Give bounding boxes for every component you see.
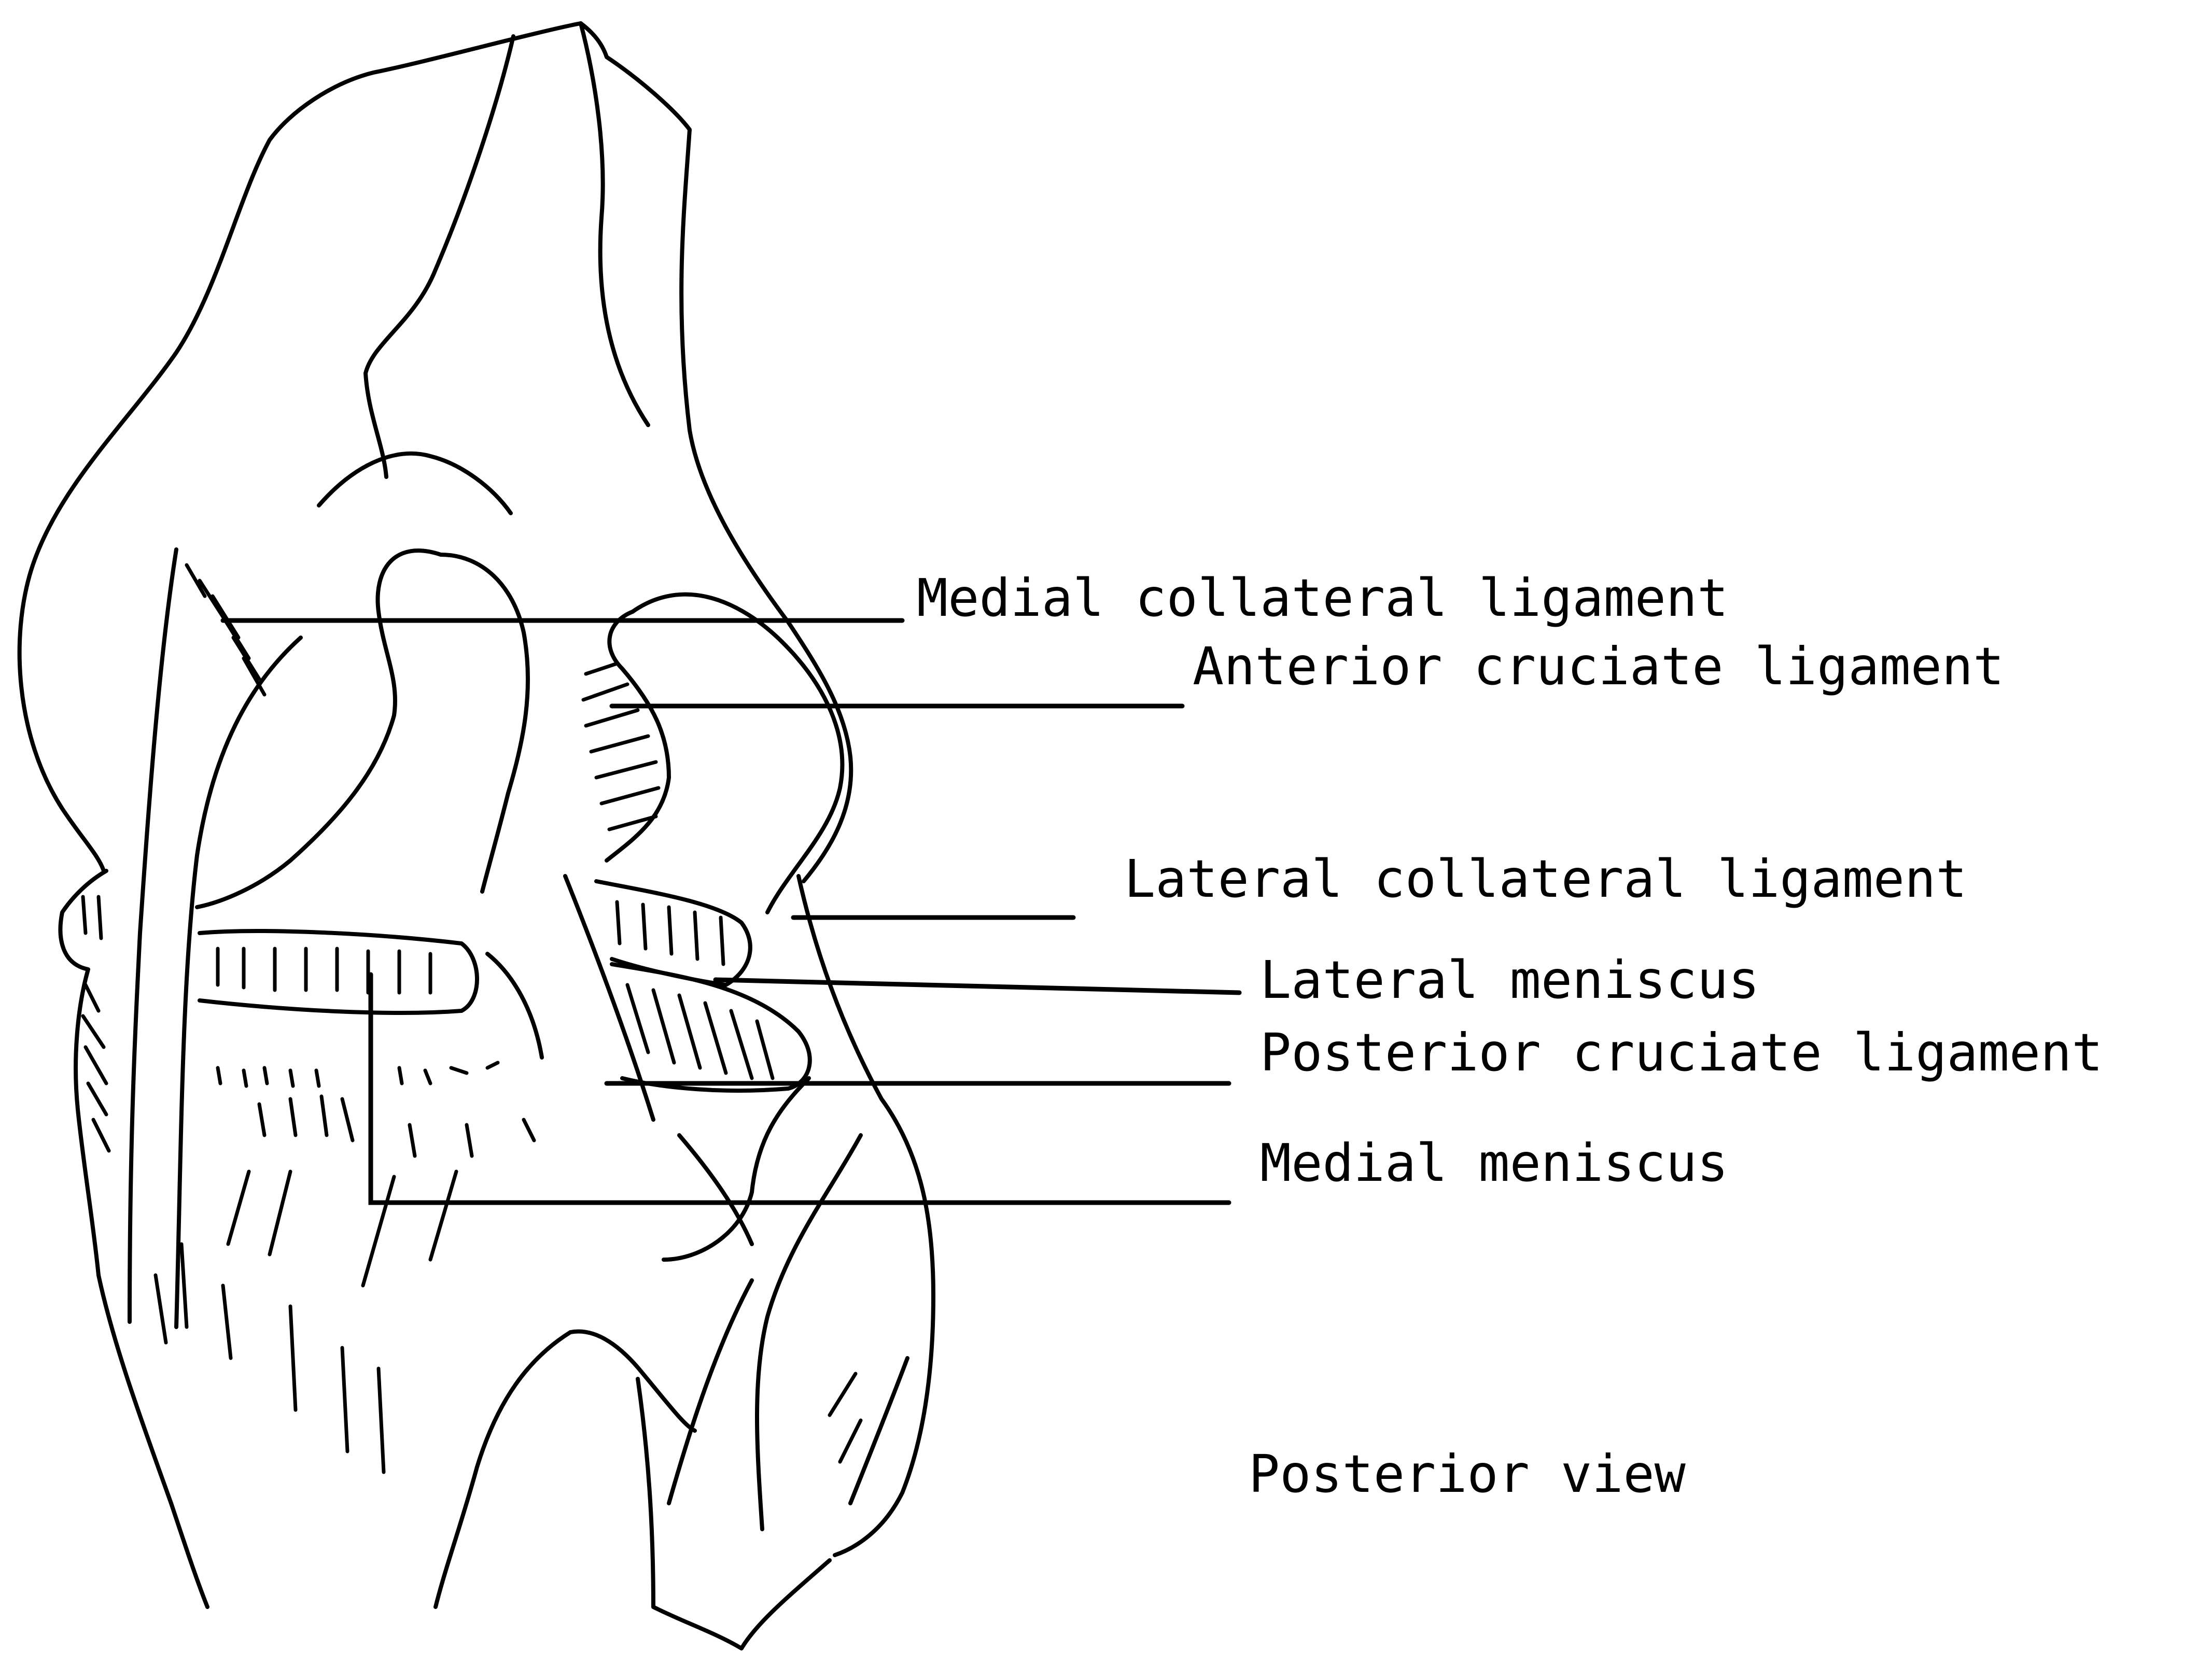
hatching: [83, 565, 861, 1472]
view-caption: Posterior view: [1249, 1444, 1686, 1504]
label-medial-meniscus: Medial meniscus: [1260, 1133, 1728, 1193]
tibia-left-inner-2: [176, 638, 301, 1327]
femur-ridge-left: [366, 36, 513, 477]
tibia-bottom-center: [669, 1280, 752, 1503]
tibia-bottom-left: [99, 1275, 207, 1607]
left-edge-hatch: [83, 897, 109, 1151]
tibia-mid-line: [679, 1135, 752, 1244]
fibula-inner-2: [757, 1135, 861, 1529]
tibia-notch: [570, 1331, 695, 1431]
tibia-sketch-marks: [156, 1063, 861, 1472]
fibula-head-line: [850, 1358, 907, 1503]
lateral-meniscus-ticks: [617, 902, 723, 964]
acl-hatch: [583, 664, 659, 829]
tibia-notch-left: [436, 1332, 570, 1607]
tibia-bottom-right: [638, 1379, 830, 1648]
knee-drawing: [20, 23, 933, 1648]
medial-condyle-right-edge: [441, 555, 528, 892]
lateral-condyle-outer: [633, 595, 842, 912]
fibula-outline: [799, 876, 933, 1555]
femur-outline: [20, 23, 581, 871]
leader-lateral-meniscus: [716, 980, 1239, 993]
femur-shaft-right: [581, 23, 851, 881]
label-posterior-cruciate-ligament: Posterior cruciate ligament: [1260, 1022, 2103, 1083]
pcl-right-line: [487, 954, 542, 1057]
leader-lines: [223, 620, 1239, 1203]
tibia-left-inner: [130, 549, 176, 1322]
label-lateral-collateral-ligament: Lateral collateral ligament: [1124, 849, 1967, 909]
label-medial-collateral-ligament: Medial collateral ligament: [917, 568, 1728, 628]
femur-ridge-right: [581, 23, 648, 425]
mcl-hatch: [187, 565, 264, 695]
label-lateral-meniscus: Lateral meniscus: [1260, 950, 1759, 1010]
intercondylar-arc: [319, 454, 511, 513]
label-anterior-cruciate-ligament: Anterior cruciate ligament: [1193, 636, 2004, 697]
fibula-inner: [664, 1078, 809, 1260]
medial-meniscus-ticks: [218, 949, 430, 993]
